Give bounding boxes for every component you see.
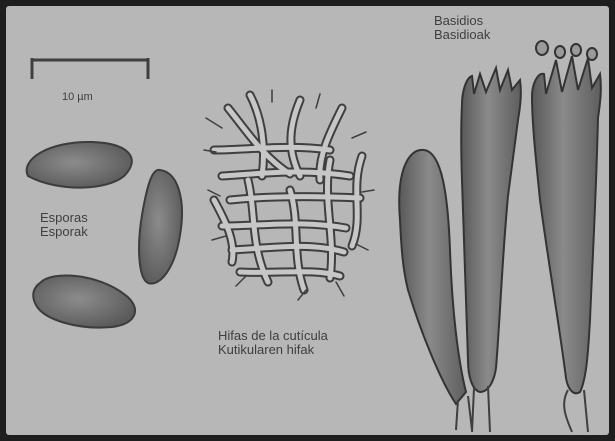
hyphae-label-line2: Kutikularen hifak [218, 343, 328, 357]
hyphae-label: Hifas de la cutícula Kutikularen hifak [218, 329, 328, 357]
spore-top [27, 142, 132, 188]
basidium-middle [461, 68, 521, 432]
basidia-label-line1: Basidios [434, 14, 490, 28]
scale-label: 10 µm [62, 90, 93, 104]
basidium-young [399, 150, 472, 430]
spores-label: Esporas Esporak [40, 211, 88, 239]
basidia-label-line2: Basidioak [434, 28, 490, 42]
hyphae-drawing [204, 90, 374, 300]
spores-label-line1: Esporas [40, 211, 88, 225]
basidium-mature [532, 41, 601, 432]
spores-label-line2: Esporak [40, 225, 88, 239]
scale-bar [32, 58, 148, 79]
hyphae-label-line1: Hifas de la cutícula [218, 329, 328, 343]
spore-bottom [33, 275, 135, 327]
basidia-label: Basidios Basidioak [434, 14, 490, 42]
spore-right [139, 170, 182, 284]
